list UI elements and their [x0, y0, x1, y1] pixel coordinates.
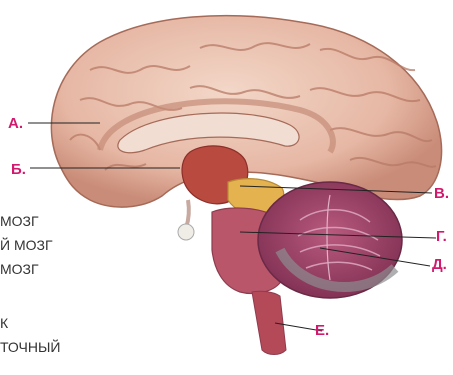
label-v: В.: [434, 186, 449, 202]
cerebellum: [258, 182, 402, 298]
side-text-4: К: [0, 316, 8, 330]
spinal-cord: [252, 291, 286, 354]
side-text-1: МОЗГ: [0, 214, 39, 228]
side-text-2: Й МОЗГ: [0, 238, 53, 252]
label-e: Е.: [315, 323, 329, 339]
side-text-5: ТОЧНЫЙ: [0, 340, 60, 354]
label-g: Г.: [436, 229, 447, 245]
label-b: Б.: [11, 162, 26, 178]
label-a: А.: [8, 116, 23, 132]
label-d: Д.: [432, 257, 447, 273]
pituitary-gland: [178, 224, 194, 240]
side-text-3: МОЗГ: [0, 262, 39, 276]
